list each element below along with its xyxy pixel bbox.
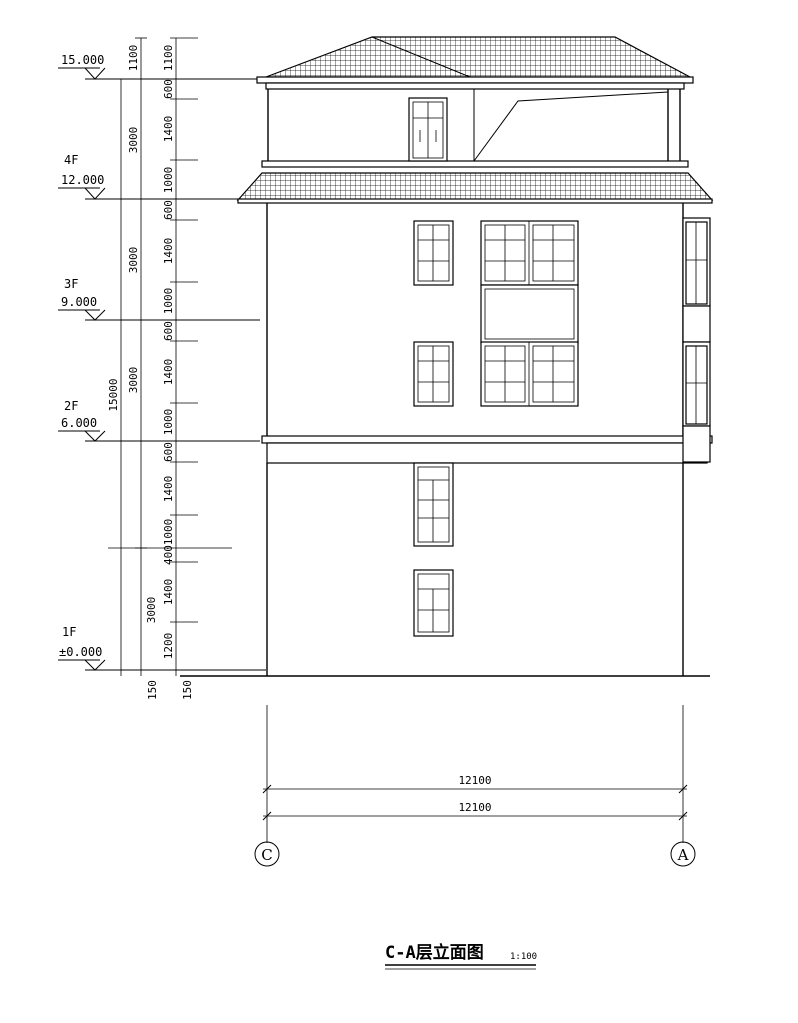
horizontal-dimensions: 12100 12100 [262,705,688,843]
dim-base: 150 [181,680,194,700]
drawing-title: C-A层立面图 1:100 [385,942,537,970]
dim-detail: 1100 [162,45,175,72]
window [480,220,579,286]
dim-detail: 600 [162,442,175,462]
level-marker-3f: 3F 9.000 [58,277,260,321]
dim-floor-height: 1100 [127,45,140,72]
dim-detail: 1400 [162,116,175,143]
level-floor: 1F [62,625,76,639]
dim-detail: 1000 [162,288,175,315]
dim-width-lower: 12100 [458,801,491,814]
vertical-dimensions: 15000 1100 3000 3000 3000 3000 150 [107,37,232,700]
dim-floor-height: 3000 [127,247,140,274]
level-elevation: 9.000 [61,295,97,309]
dim-detail: 1000 [162,519,175,546]
window [413,569,454,637]
dim-floor-height: 3000 [127,127,140,154]
level-floor: 2F [64,399,78,413]
axis-bubble-left: C [254,841,280,867]
detail-ticks [108,37,232,671]
dim-width-upper: 12100 [458,774,491,787]
dim-total-height: 15000 [107,378,120,411]
window [413,220,454,286]
dim-detail: 600 [162,321,175,341]
roof-storey [261,89,689,168]
dim-detail: 1400 [162,476,175,503]
window [413,341,454,407]
level-marker-roof: 15.000 [58,53,300,80]
windows-2f [413,341,579,407]
level-markers: 15.000 4F 12.000 3F 9.000 2F 6.000 [58,53,300,671]
dim-detail: 600 [162,79,175,99]
dim-floor-height: 3000 [145,597,158,624]
panel [480,284,579,344]
title-main: C-A层立面图 [385,942,484,963]
window [413,462,454,547]
dim-base: 150 [146,680,159,700]
title-scale: 1:100 [510,952,537,962]
window [480,341,579,407]
dim-detail: 1200 [162,633,175,660]
axis-label: A [677,846,689,864]
level-marker-2f: 2F 6.000 [58,399,260,442]
windows-1f [413,462,454,637]
axis-label: C [261,846,272,864]
level-floor: 3F [64,277,78,291]
dim-detail: 1400 [162,238,175,265]
dim-detail: 1000 [162,409,175,436]
dim-detail: 1400 [162,579,175,606]
eave-roof [236,172,714,204]
level-elevation: 6.000 [61,416,97,430]
dim-detail: 600 [162,200,175,220]
axis-bubble-right: A [670,841,696,867]
dim-detail: 1400 [162,359,175,386]
level-elevation: ±0.000 [59,645,102,659]
level-floor: 4F [64,153,78,167]
level-elevation: 15.000 [61,53,104,67]
windows-3f [413,220,579,344]
dim-detail: 1000 [162,167,175,194]
roof-door [408,97,448,162]
side-balcony [682,217,711,463]
main-body [180,203,713,677]
dim-floor-height: 3000 [127,367,140,394]
level-marker-4f: 4F 12.000 [58,153,250,200]
top-roof [256,36,694,90]
level-elevation: 12.000 [61,173,104,187]
dim-detail: 400 [162,545,175,565]
